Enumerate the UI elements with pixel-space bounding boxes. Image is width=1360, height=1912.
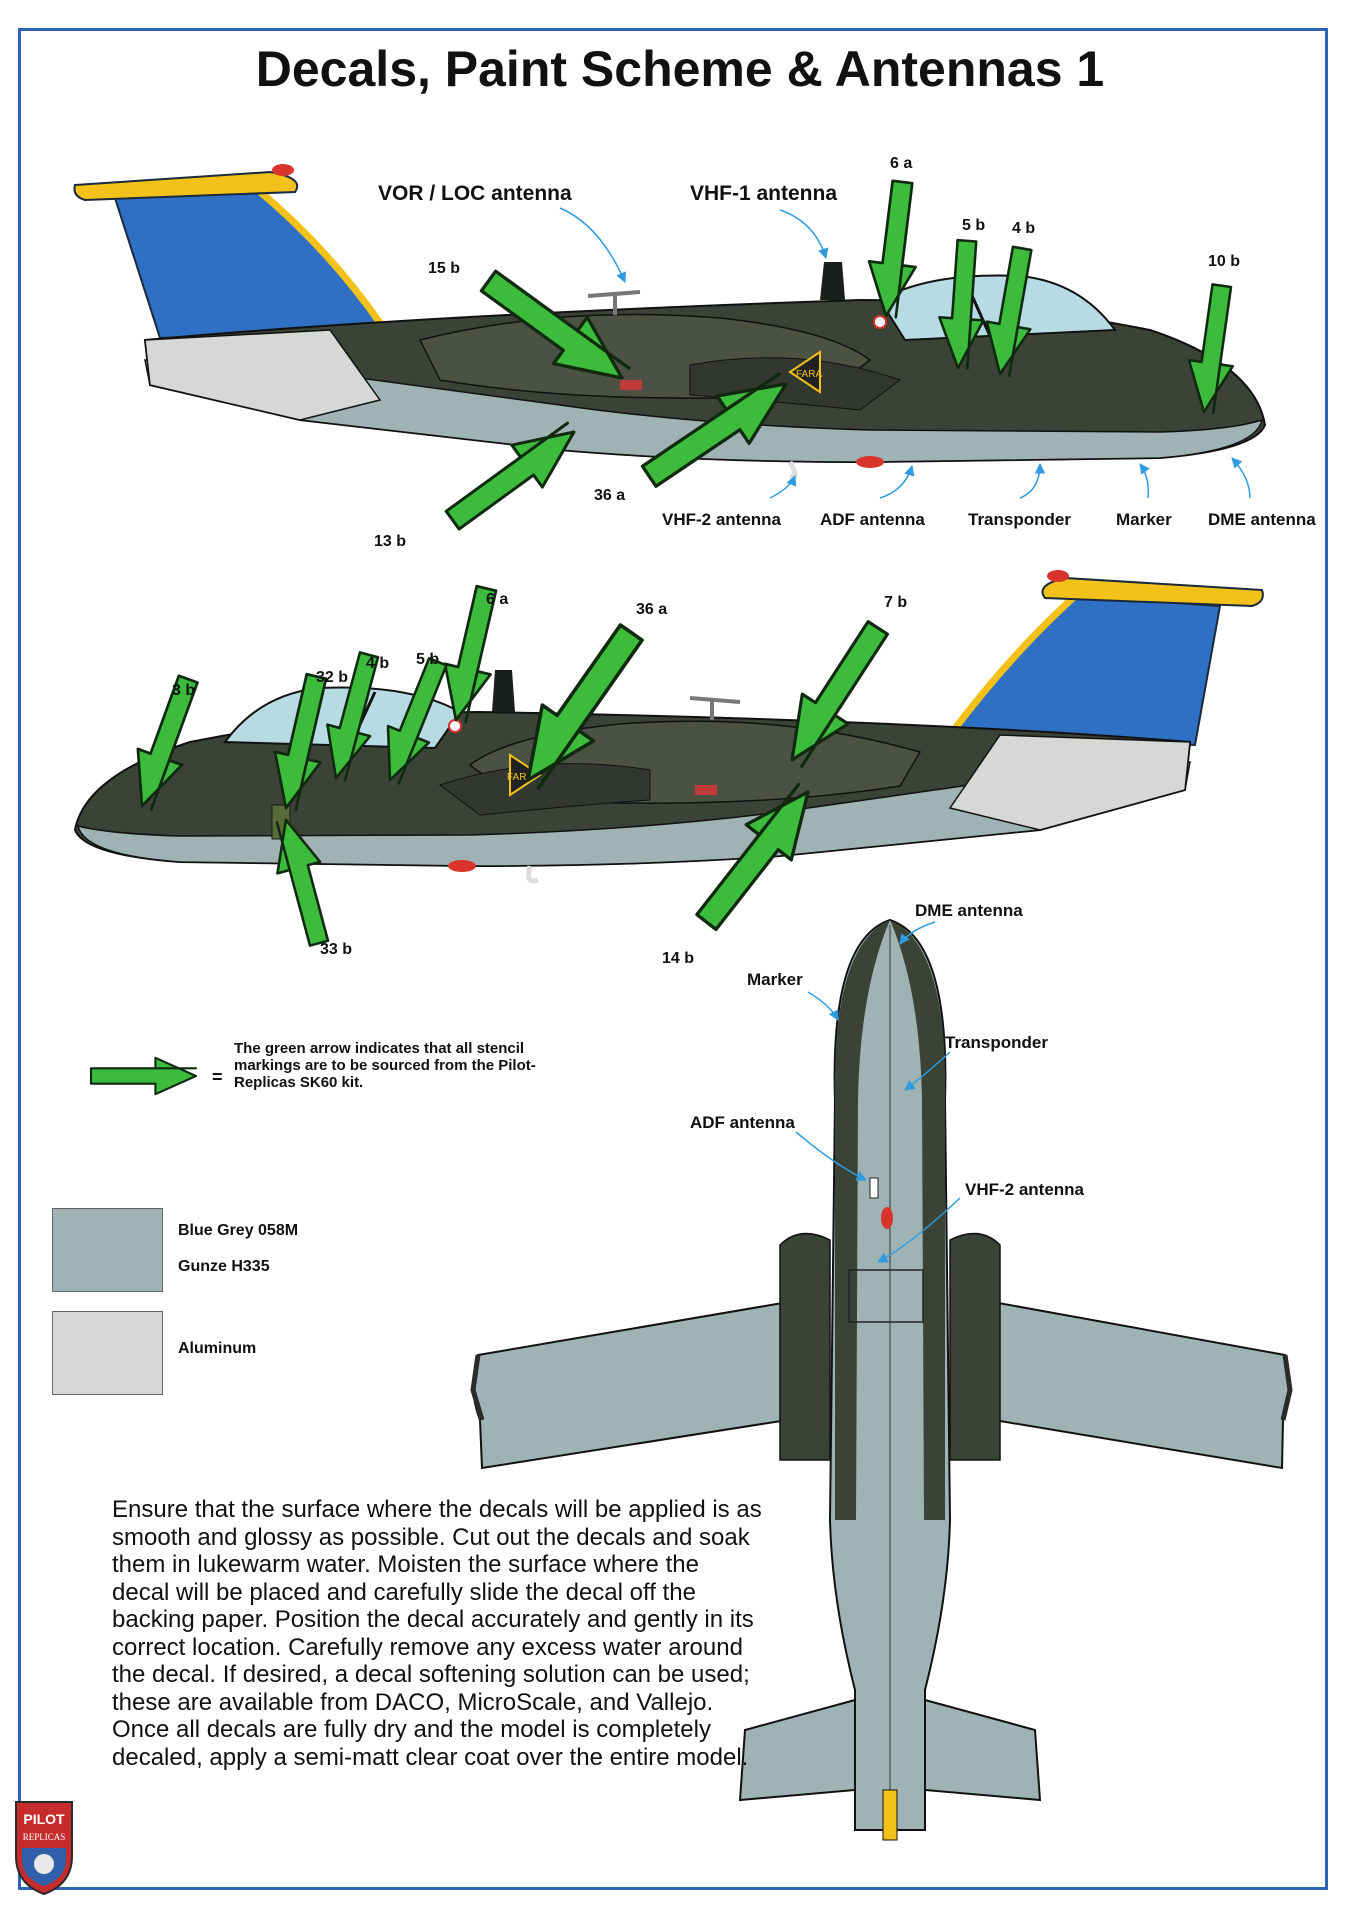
label-vhf1-antenna: VHF-1 antenna xyxy=(690,182,837,205)
callout-6a-bottom: 6 a xyxy=(486,591,508,608)
callout-4b-top: 4 b xyxy=(1012,220,1035,237)
fara-marking-top: FARA xyxy=(796,369,822,380)
side-view-top: FARA VOR / LOC antenna VHF-1 antenna VHF… xyxy=(73,155,1316,550)
callout-6a-top: 6 a xyxy=(890,155,912,172)
callout-36a-top: 36 a xyxy=(594,487,625,504)
callout-36a-bottom: 36 a xyxy=(636,601,667,618)
callout-15b-top: 15 b xyxy=(428,260,460,277)
label-transponder: Transponder xyxy=(968,510,1071,529)
callout-14b-bottom: 14 b xyxy=(662,950,694,967)
swatch-blue-grey xyxy=(52,1208,163,1292)
plan-label-dme-antenna: DME antenna xyxy=(915,901,1023,920)
label-dme-antenna: DME antenna xyxy=(1208,510,1316,529)
callout-32b-bottom: 32 b xyxy=(316,669,348,686)
callout-3b-bottom: 3 b xyxy=(172,682,195,699)
tailplane xyxy=(738,1698,1042,1802)
tail-fin-top xyxy=(113,188,387,340)
callout-4b-bottom: 4 b xyxy=(366,655,389,672)
callout-7b-bottom: 7 b xyxy=(884,594,907,611)
label-adf-antenna: ADF antenna xyxy=(820,510,925,529)
callout-13b-top: 13 b xyxy=(374,533,406,550)
swatch-aluminum xyxy=(52,1311,163,1395)
logo-text-top: PILOT xyxy=(23,1811,65,1827)
swatch-aluminum-name: Aluminum xyxy=(178,1340,257,1357)
legend-equals-sign: = xyxy=(212,1067,223,1087)
plan-view: DME antenna Marker Transponder ADF anten… xyxy=(470,901,1293,1841)
page-frame xyxy=(18,28,1328,1890)
side-view-bottom: FARA 6 a 36 a 7 b 3 b 32 b 4 b 5 b 33 b … xyxy=(73,570,1264,967)
tail-fin-bottom xyxy=(948,594,1222,747)
label-marker: Marker xyxy=(1116,510,1172,529)
pilot-replicas-logo: PILOT REPLICAS xyxy=(15,1801,73,1896)
label-vhf2-antenna: VHF-2 antenna xyxy=(662,510,782,529)
plan-label-transponder: Transponder xyxy=(945,1033,1048,1052)
callout-33b-bottom: 33 b xyxy=(320,941,352,958)
callout-10b-top: 10 b xyxy=(1208,253,1240,270)
page-title: Decals, Paint Scheme & Antennas 1 xyxy=(255,41,1105,97)
plan-label-vhf2-antenna: VHF-2 antenna xyxy=(965,1180,1085,1199)
swatch-blue-grey-code: Gunze H335 xyxy=(178,1258,270,1275)
left-wing xyxy=(472,1298,801,1470)
callout-5b-bottom: 5 b xyxy=(416,651,439,668)
fara-marking-bottom: FARA xyxy=(507,772,533,783)
plan-label-adf-antenna: ADF antenna xyxy=(690,1113,795,1132)
plan-label-marker: Marker xyxy=(747,970,803,989)
callout-5b-top: 5 b xyxy=(962,217,985,234)
legend-description: The green arrow indicates that all stenc… xyxy=(234,1040,536,1091)
logo-text-bottom: REPLICAS xyxy=(23,1832,66,1842)
label-vor-loc-antenna: VOR / LOC antenna xyxy=(378,182,572,205)
legend-green-arrow xyxy=(89,1056,198,1096)
right-wing xyxy=(981,1298,1291,1470)
swatch-blue-grey-name: Blue Grey 058M xyxy=(178,1222,299,1239)
decal-instructions: Ensure that the surface where the decals… xyxy=(112,1496,762,1771)
